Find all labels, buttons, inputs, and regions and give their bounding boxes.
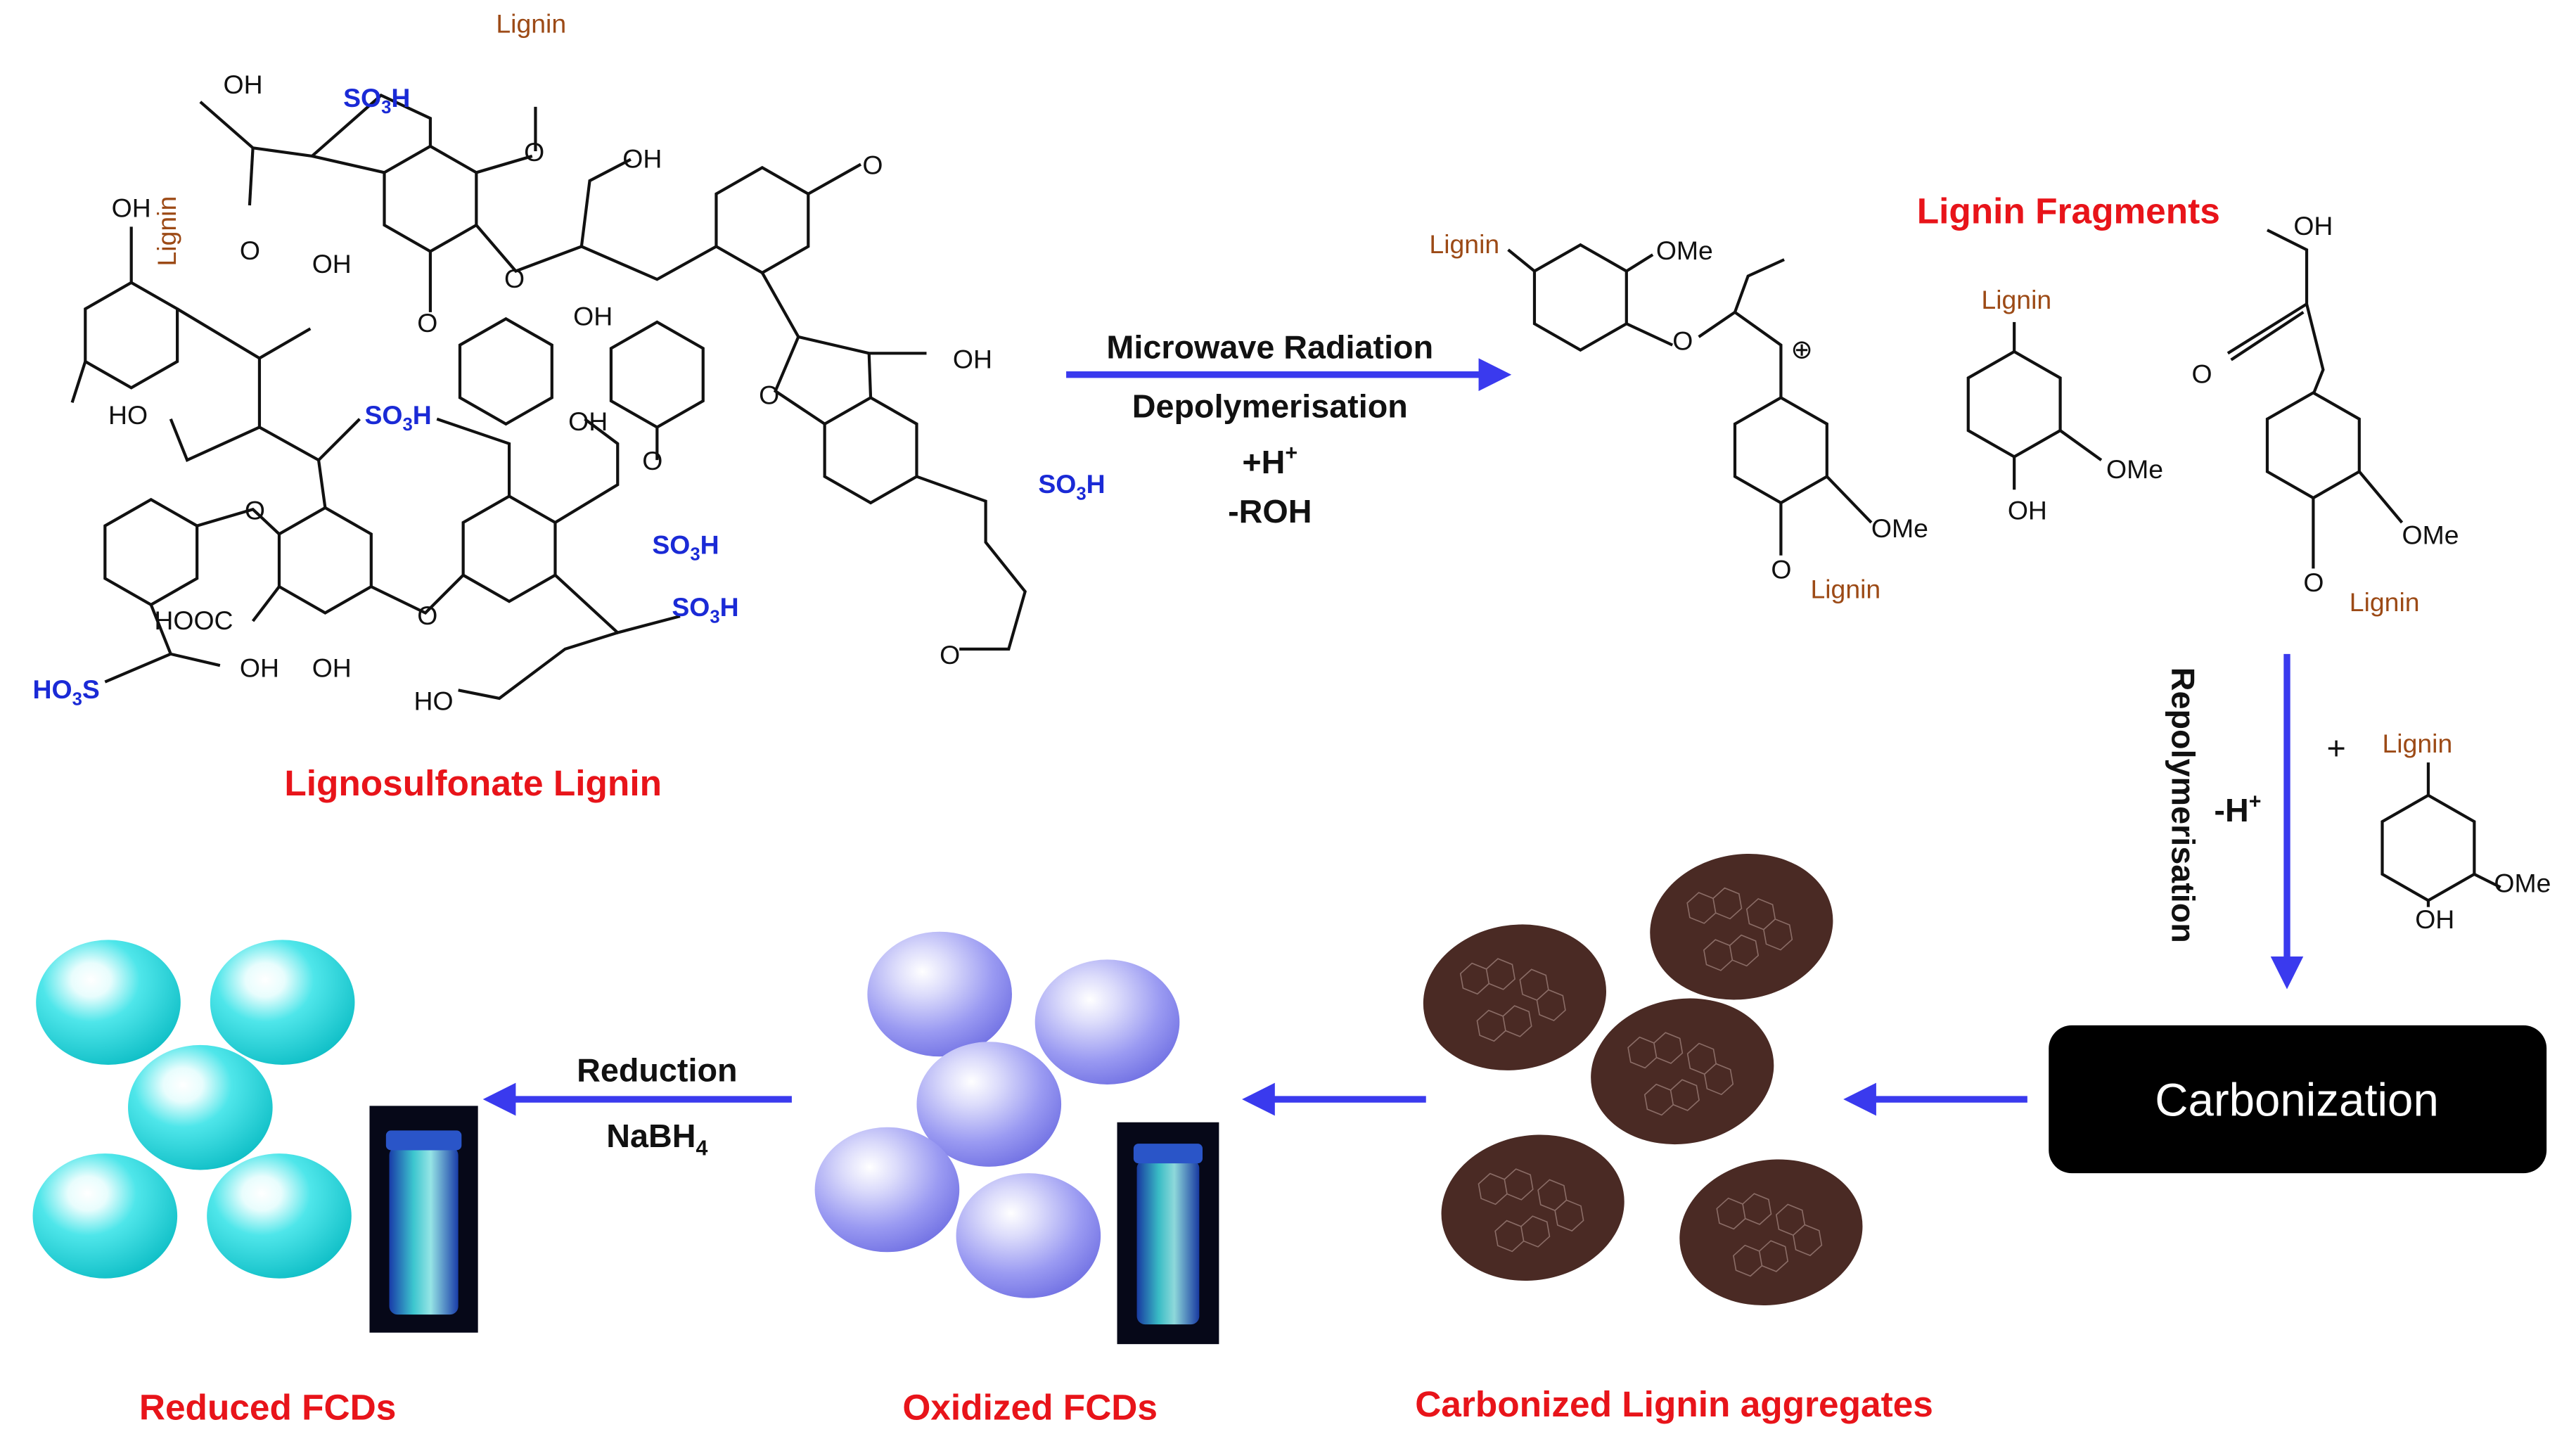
aggregate-particle (1650, 853, 1833, 1000)
label-o: O (524, 137, 544, 167)
lignosulfonate-title: Lignosulfonate Lignin (284, 762, 662, 803)
reduction-label: Reduction (577, 1051, 737, 1088)
label-oh: OH (2415, 904, 2454, 934)
label-o: O (642, 446, 662, 475)
carbonization-box (2049, 1025, 2547, 1174)
label-ome: OMe (1656, 236, 1713, 265)
label-o: O (1672, 326, 1693, 356)
carbonized-title: Carbonized Lignin aggregates (1415, 1383, 1933, 1424)
label-so3h: SO3H (652, 530, 719, 564)
reduced-dot (32, 1153, 178, 1279)
reduced-title: Reduced FCDs (139, 1387, 397, 1428)
label-oh: OH (622, 143, 662, 173)
label-ome: OMe (2494, 869, 2551, 898)
label-lignin: Lignin (1981, 285, 2051, 314)
label-o: O (759, 380, 779, 410)
label-o: O (1771, 554, 1791, 584)
minus-h-label: -H+ (2214, 790, 2261, 828)
oxidized-vial-photo (1117, 1122, 1219, 1345)
label-o: O (862, 151, 883, 180)
aggregate-particle (1679, 1159, 1863, 1306)
label-oh: OH (2293, 211, 2333, 241)
h-plus-label: +H+ (1242, 442, 1297, 480)
label-o: O (940, 640, 960, 670)
carbonized-aggregates (1423, 853, 1863, 1306)
oxidized-dot (867, 931, 1012, 1057)
reduced-dot (210, 940, 355, 1065)
label-oh: OH (568, 407, 608, 436)
label-ome: OMe (2402, 520, 2459, 549)
aggregate-particle (1591, 998, 1774, 1145)
reduced-dot (207, 1153, 352, 1279)
label-oh: OH (2008, 495, 2047, 525)
repolymerisation-label: Repolymerisation (2165, 667, 2201, 943)
label-o: O (417, 601, 437, 630)
label-o: O (417, 308, 437, 338)
fragments-title: Lignin Fragments (1917, 191, 2220, 231)
label-lignin: Lignin (496, 9, 566, 39)
label-o: O (2192, 359, 2212, 388)
oxidized-dot (956, 1173, 1101, 1298)
label-hooc: HOOC (154, 606, 233, 635)
label-so3h: SO3H (364, 400, 431, 435)
label-oh: OH (312, 249, 352, 279)
oxidized-dot (814, 1127, 960, 1253)
label-ome: OMe (2106, 454, 2163, 484)
label-o: O (240, 236, 260, 265)
label-ho3s: HO3S (33, 674, 100, 709)
label-so3h: SO3H (1038, 469, 1105, 504)
structure-labels: Lignin OH SO3H O OH O OH Lignin O OH O O… (33, 9, 1106, 716)
label-lignin: Lignin (1810, 574, 1880, 603)
label-oh: OH (112, 193, 151, 222)
label-lignin: Lignin (2350, 587, 2420, 617)
oxidized-dot (916, 1042, 1062, 1167)
roh-label: -ROH (1228, 493, 1312, 530)
nabh4-label: NaBH4 (606, 1118, 707, 1160)
fragment-labels: Lignin OMe O ⊕ OMe O Lignin Lignin OMe O… (1429, 211, 2551, 934)
label-oh: OH (224, 70, 263, 99)
reduced-fcds (32, 940, 355, 1279)
label-o: O (2303, 568, 2324, 597)
plus-sign: + (2326, 729, 2345, 766)
label-lignin: Lignin (152, 196, 181, 267)
label-o: O (504, 264, 525, 293)
label-oh: OH (573, 302, 613, 331)
label-lignin: Lignin (2383, 729, 2453, 758)
reduced-dot (36, 940, 181, 1065)
reduced-dot (128, 1044, 273, 1170)
oxidized-fcds (814, 931, 1180, 1298)
label-oh: OH (240, 653, 279, 683)
microwave-label: Microwave Radiation (1106, 328, 1433, 365)
label-so3h: SO3H (672, 592, 738, 627)
label-oh: OH (312, 653, 352, 683)
label-ome: OMe (1871, 513, 1928, 543)
label-oh: OH (953, 344, 992, 373)
oxidized-title: Oxidized FCDs (902, 1387, 1158, 1428)
aggregate-particle (1441, 1134, 1625, 1281)
lignosulfonate-structure (70, 94, 1027, 700)
label-so3h: SO3H (343, 83, 410, 117)
fragment-structures (1507, 229, 2501, 907)
label-o: O (245, 495, 265, 525)
reduced-vial-photo (369, 1106, 478, 1333)
carbonization-label: Carbonization (2155, 1074, 2439, 1125)
oxidized-dot (1034, 959, 1180, 1084)
label-lignin: Lignin (1429, 229, 1499, 259)
label-ho: HO (108, 400, 148, 430)
label-plus-charge: ⊕ (1790, 334, 1812, 364)
aggregate-particle (1423, 924, 1606, 1070)
depolymerisation-label: Depolymerisation (1132, 388, 1408, 424)
label-ho: HO (414, 686, 454, 715)
